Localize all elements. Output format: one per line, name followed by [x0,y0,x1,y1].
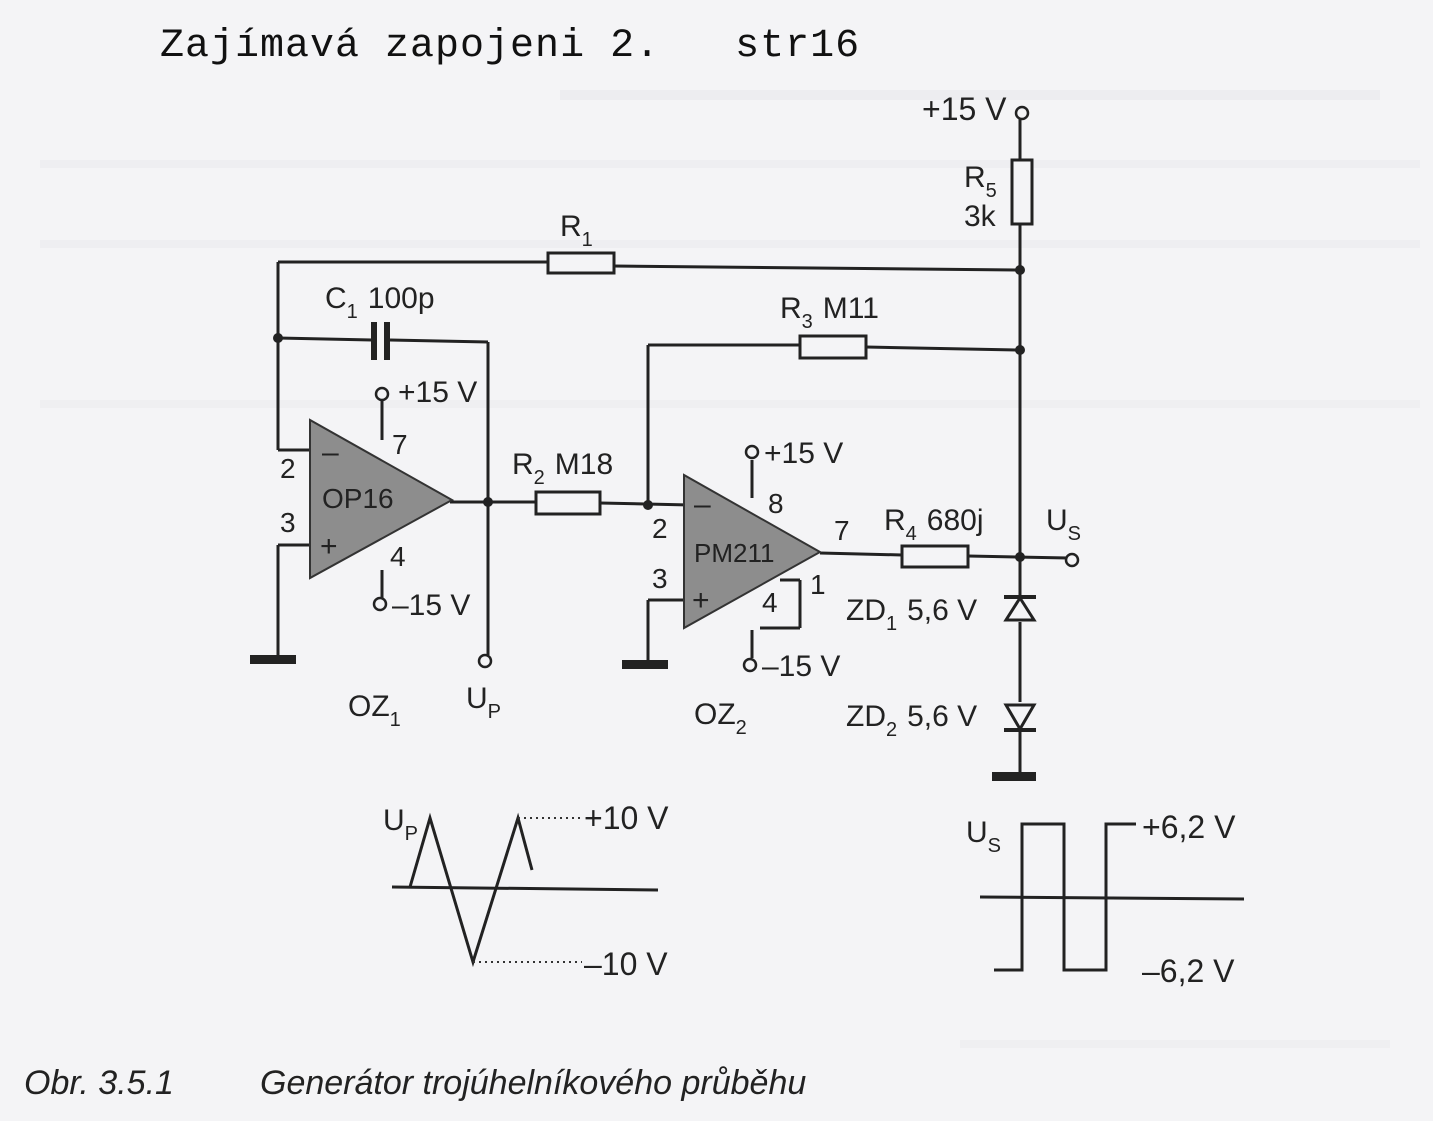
label-square-high: +6,2 V [1142,809,1236,845]
square-trace [994,822,1136,972]
label-op2-pin-out: 7 [834,515,850,546]
caption-text: Generátor trojúhelníkového průběhu [260,1064,807,1102]
label-oz1: OZ1 [348,690,401,731]
label-square: US [966,816,1001,857]
ground-symbol [250,655,296,664]
label-triangle: UP [383,804,418,845]
label-op2-pin-neg-supply: 4 [762,587,778,618]
label-up: UP [466,682,501,723]
label-op2-pin-gnd: 1 [810,569,826,600]
label-square-low: –6,2 V [1142,953,1235,989]
label-op2-pin-inv: 2 [652,513,668,544]
terminals [372,105,1080,673]
label-r5: R5 [964,161,997,202]
label-op1-pin-inv: 2 [280,453,296,484]
zener-triangle [1003,703,1037,732]
label-op1-pin-noninv: 3 [280,507,296,538]
label-op2-type: PM211 [694,538,774,568]
label-r1: R1 [560,210,593,251]
waveform-triangle: UP +10 V –10 V [383,800,669,982]
figure-caption: Obr. 3.5.1 Generátor trojúhelníkového prů… [24,1064,806,1103]
resistor-r3 [798,334,868,360]
terminal-op1-vminus [372,596,388,612]
label-op2-pin-vplus: 8 [768,488,784,519]
capacitor-plate [371,322,377,360]
terminal-us [1064,552,1080,568]
wire [865,345,1021,352]
resistor-r2 [534,490,602,516]
triangle-trace [408,812,534,968]
bleed-through-text [40,90,1420,1048]
resistor-r4 [900,544,970,569]
label-op1-vplus: +15 V [398,376,477,409]
wire [277,336,373,342]
wire [819,551,903,557]
label-op2-sign-plus: + [692,584,710,617]
label-triangle-high: +10 V [584,800,669,836]
ground-symbols [250,655,1036,781]
bleed-through-band [960,1040,1390,1048]
label-op1-pin-out: 7 [392,429,408,460]
label-op1-sign-plus: + [320,530,338,563]
caption-number: Obr. 3.5.1 [24,1064,174,1102]
terminal-op2-vplus [744,444,760,460]
terminal-up [477,653,493,669]
op-amp-oz2 [683,473,823,630]
label-supply-top: +15 V [922,91,1007,127]
label-op1-pin-neg-supply: 4 [390,541,406,572]
ground-symbol [622,660,668,669]
label-oz2: OZ2 [694,698,747,739]
triangle-axis [391,885,659,892]
resistor-r5 [1010,158,1034,226]
op-amp-oz1 [309,418,455,580]
junction-dot [483,497,493,507]
zener-triangle [1003,595,1037,622]
label-op2-pin-noninv: 3 [652,563,668,594]
junction-dot [273,333,283,343]
label-op1-type: OP16 [322,483,394,514]
junctions [273,265,1025,562]
label-r5-value: 3k [964,200,997,233]
wire [389,338,489,344]
label-us: US [1046,504,1081,545]
junction-dot [1015,552,1025,562]
label-op2-vplus: +15 V [764,437,843,470]
label-op1-vminus: –15 V [392,589,470,622]
zener-zd1 [1003,595,1037,622]
square-axis [979,895,1245,901]
page-title: Zajímavá zapojeni 2. str16 [160,24,861,69]
junction-dot [643,500,653,510]
terminal-supply-top [1014,105,1030,121]
ground-symbol [992,772,1036,781]
bleed-through-band [40,400,1420,408]
terminal-op2-vminus [742,657,758,673]
label-op2-vminus: –15 V [762,650,840,683]
zener-zd2 [1003,703,1037,732]
waveform-square: US +6,2 V –6,2 V [966,809,1245,989]
label-op2-sign-minus: – [694,488,711,521]
resistor-r1 [546,251,616,275]
capacitor-c1 [371,322,390,360]
bleed-through-band [560,90,1380,100]
bleed-through-band [40,160,1420,168]
wire [612,264,1021,272]
terminal-op1-vplus [374,386,390,402]
junction-dot [1015,265,1025,275]
label-triangle-low: –10 V [584,946,668,982]
capacitor-plate [384,322,390,360]
bleed-through-band [40,240,1420,248]
junction-dot [1015,345,1025,355]
label-op1-sign-minus: – [322,436,339,469]
